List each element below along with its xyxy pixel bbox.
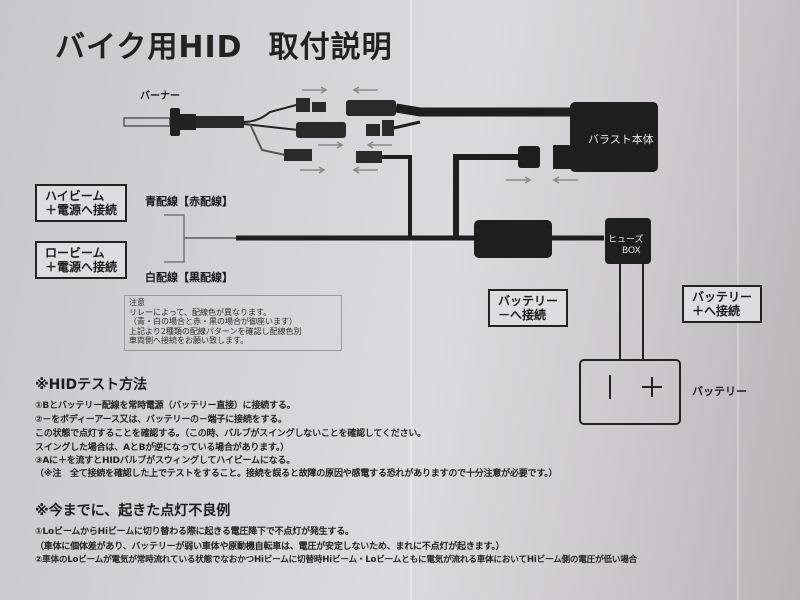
battery-label: バッテリー (692, 385, 747, 398)
burner-label: バーナー (140, 91, 180, 102)
paper-fold-line (410, 0, 412, 600)
test-line-3: この状態で点灯することを確認する。（この時、バルブがスイングしないことを確認して… (35, 429, 426, 439)
failure-line-3: ②車体のLoビームが電気が常時流れている状態でなおかつHiビームに切替時Hiビー… (35, 555, 638, 565)
wire-burner-upper (243, 103, 301, 123)
connector-right-upper (346, 100, 396, 116)
failure-examples-heading: ※今までに、起きた点灯不良例 (35, 503, 231, 519)
test-line-4: スイングした場合は、AとBが逆になっている場合があります。） (35, 443, 289, 453)
fuse-box-label-line1: ヒューズ (608, 235, 644, 245)
connector-left-upper (296, 98, 326, 112)
wire-burner-lower (249, 123, 291, 157)
callout-high-beam: ハイビーム ＋電源へ接続 (35, 184, 128, 222)
ballast-plug (518, 146, 540, 168)
connection-arrows (300, 86, 578, 184)
title-instructions: 取付説明 (268, 30, 393, 65)
test-line-2: ②－をボディーアース又は、バッテリーの－端子に接続をする。 (35, 415, 287, 425)
white-wire-label: 白配線【黒配線】 (145, 271, 233, 284)
wire-harness-split (393, 120, 421, 130)
wire-split-branch (164, 214, 185, 263)
fuse-box (605, 218, 651, 264)
test-line-5: ③Aに＋を流すとHIDバルブがスウィングしてハイビームになる。 (35, 456, 296, 466)
burner-bulb-icon (123, 108, 244, 136)
ballast-unit (570, 102, 658, 172)
ballast-label: バラスト本体 (588, 133, 654, 146)
test-method-heading: ※HIDテスト方法 (35, 377, 148, 393)
callout-battery-positive: バッテリー ＋へ接続 (682, 285, 763, 323)
wire-ballast-to-relay (453, 154, 518, 236)
title-product: バイク用HID (55, 30, 243, 65)
harness-to-ballast-upper (395, 103, 570, 117)
connector-right-lower (356, 151, 382, 163)
blue-wire-label: 青配線【赤配線】 (145, 195, 233, 208)
connector-left-lower (284, 149, 312, 161)
wire-burner-mid (243, 123, 299, 131)
document-title: バイク用HID 取付説明 (55, 22, 393, 66)
failure-line-2: （車体に個体差があり、バッテリーが弱い車体や原動機自転車は、電圧が安定しないため… (35, 542, 505, 552)
relay-unit (474, 220, 552, 258)
callout-low-beam: ロービーム ＋電源へ接続 (35, 241, 128, 279)
wire-lower-connector (382, 155, 412, 236)
battery-icon (579, 359, 681, 425)
connector-left-middle (296, 122, 346, 138)
callout-battery-negative: バッテリー －へ接続 (488, 289, 569, 327)
connector-right-middle (366, 120, 394, 136)
fuse-box-label-line2: BOX (622, 246, 641, 256)
test-line-6: （※注 全て接続を確認した上でテストをすること。接続を誤ると故障の原因や感電する… (35, 469, 558, 479)
wiring-note-box: 注意 リレーによって、配線色が異なります。 （青・白の場合と赤・黒の場合が御座い… (124, 295, 342, 351)
ballast-connector (553, 145, 571, 169)
failure-line-1: ①LoビームからHiビームに切り替わる際に起きる電圧降下で不点灯が発生する。 (35, 527, 354, 537)
test-line-1: ①Bとバッテリー配線を常時電源（バッテリー直接）に接続する。 (35, 401, 296, 411)
battery-minus-terminal (609, 375, 611, 399)
